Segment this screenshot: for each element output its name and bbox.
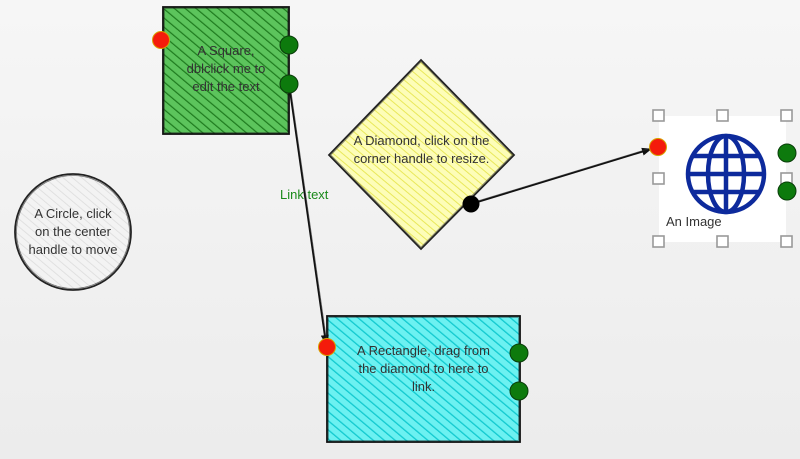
resize-handle-top-right xyxy=(780,109,793,122)
square-output-port-top[interactable] xyxy=(279,35,299,55)
resize-handle-bottom xyxy=(716,235,729,248)
resize-handle-top-left xyxy=(652,109,665,122)
square-output-port-bottom[interactable] xyxy=(279,74,299,94)
resize-handle-bottom-left xyxy=(652,235,665,248)
rectangle-output-port-bottom[interactable] xyxy=(509,381,529,401)
resize-handle-top xyxy=(716,109,729,122)
circle-shape[interactable] xyxy=(14,173,132,291)
image-caption: An Image xyxy=(666,214,722,229)
image-input-port[interactable] xyxy=(649,138,667,156)
square-input-port[interactable] xyxy=(152,31,170,49)
square-shape[interactable] xyxy=(162,6,290,135)
resize-handle-left xyxy=(652,172,665,185)
rectangle-output-port-top[interactable] xyxy=(509,343,529,363)
link-square-to-rectangle[interactable] xyxy=(288,83,329,345)
rectangle-shape[interactable] xyxy=(326,315,521,443)
diamond-resize-handle[interactable] xyxy=(462,195,480,213)
image-node[interactable] xyxy=(659,116,786,242)
diamond-shape[interactable] xyxy=(327,58,516,251)
link-diamond-to-image[interactable] xyxy=(470,147,652,205)
rectangle-input-port[interactable] xyxy=(318,338,336,356)
globe-icon xyxy=(685,133,767,215)
link-label[interactable]: Link text xyxy=(280,187,329,202)
image-output-port-bottom[interactable] xyxy=(777,181,797,201)
image-output-port-top[interactable] xyxy=(777,143,797,163)
resize-handle-bottom-right xyxy=(780,235,793,248)
